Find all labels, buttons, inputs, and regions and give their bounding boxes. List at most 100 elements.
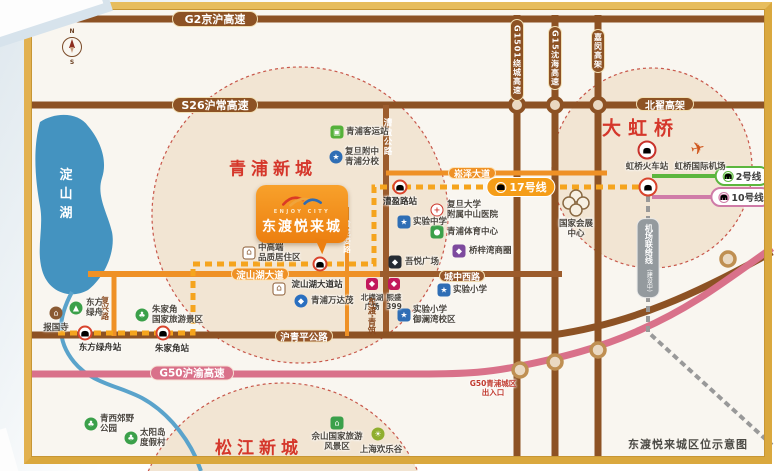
poi-label: 熙盛 399 — [386, 293, 402, 311]
road-label-fuxing: 复兴路 — [100, 296, 110, 320]
region-label-dianshan-lake: 淀山湖 — [56, 167, 72, 225]
metro-line17-badge: 17号线 — [486, 177, 556, 197]
poi-label: 实验中学 — [413, 216, 448, 227]
road-banner-g50: G50沪渝高速 — [150, 365, 234, 381]
road-banner-jiamin: 嘉闵高架 — [591, 29, 605, 73]
compass: N S — [59, 28, 85, 66]
compass-north-label: N — [69, 28, 75, 35]
poi-label: 报国寺 — [43, 322, 69, 333]
poi-label: 实验小学 — [453, 284, 488, 295]
station-label: 朱家角站 — [154, 344, 190, 354]
compass-ring — [62, 37, 82, 57]
poi-label-dongdu-qingzhu: 东渡·青筑 — [366, 297, 376, 335]
metro-line10-capsule: 10号线 — [710, 187, 772, 207]
metro-line10-label: 10号线 — [731, 193, 764, 204]
poi-label: 复旦附中 青浦分校 — [345, 146, 380, 167]
poi-label: 国家会展 中心 — [558, 218, 594, 239]
road-banner-huqingping: 沪青平公路 — [275, 329, 333, 343]
mall-icon: ◆ — [388, 278, 400, 290]
interchange-node — [546, 96, 564, 114]
airport-link-label: 机场联络线 — [644, 224, 654, 265]
station-label: 淀山湖大道站 — [291, 280, 343, 290]
station-label: 漕盈路站 — [382, 197, 418, 207]
project-logo-swoosh-icon — [282, 196, 322, 207]
poi-label: 上海欢乐谷 — [359, 444, 403, 455]
station-node-dongfang-lvzhou — [77, 325, 93, 341]
station-node-dianshanhu-avenue — [312, 256, 328, 272]
poi-label: 虹桥国际机场 — [674, 161, 726, 172]
road-banner-g15: G15沈海高速 — [548, 26, 562, 90]
road-banner-songze: 崧泽大道 — [448, 167, 496, 180]
metro-logo-icon — [718, 191, 730, 203]
scenic-area-icon: ♣ — [135, 308, 149, 322]
resort-icon: ♣ — [124, 431, 138, 445]
poi-label: 北横湖 广场 — [360, 293, 384, 311]
shopping-district-icon: ◆ — [452, 244, 466, 258]
school-icon: ★ — [437, 283, 451, 297]
mall-icon: ◆ — [366, 278, 378, 290]
g50-node — [511, 361, 529, 379]
interchange-node — [589, 96, 607, 114]
railway-station-icon — [637, 140, 657, 160]
airport-link-capsule: 机场联络线 (建设中) — [636, 218, 660, 298]
compass-south-label: S — [69, 59, 75, 66]
necc-clover-icon — [562, 189, 590, 217]
sailboat-icon: ▲ — [69, 301, 83, 315]
residence-icon: ⌂ — [242, 246, 256, 260]
poi-label: 青浦客运站 — [346, 126, 389, 137]
road-label-caoying: 漕盈公路 — [382, 118, 392, 156]
station-node-hongqiao-interchange — [638, 177, 658, 197]
region-label-qingpu: 青浦新城 — [229, 159, 317, 180]
metro-line2-capsule: 2号线 — [714, 166, 770, 186]
compass-needle-icon — [70, 47, 74, 53]
poi-label: 实验小学 御澜湾校区 — [413, 304, 456, 325]
metro-line17 — [58, 184, 648, 336]
map-caption: 东渡悦来城区位示意图 — [628, 438, 748, 451]
project-name: 东渡悦来城 — [262, 219, 342, 235]
road-banner-g1501: G1501绕城高速 — [510, 19, 524, 101]
road-banner-g2: G2京沪高速 — [172, 11, 258, 27]
road-banner-dianshanhu-avenue: 淀山湖大道 — [231, 267, 289, 281]
project-slogan: ENJOY CITY — [273, 209, 331, 215]
park-icon: ♣ — [84, 417, 98, 431]
metro-logo-icon — [495, 181, 507, 193]
school-icon: ★ — [397, 308, 411, 322]
poi-label: 吾悦广场 — [405, 256, 440, 267]
poi-label: 虹桥火车站 — [625, 161, 669, 172]
g50-exit-label: G50青浦城区 出入口 — [469, 379, 517, 397]
station-node-caoyinglu — [392, 179, 408, 195]
poi-label: 复旦大学 附属中山医院 — [447, 199, 499, 220]
sports-center-icon: ● — [430, 225, 444, 239]
region-label-dahongqiao: 大虹桥 — [601, 117, 681, 140]
compass-needle-icon — [69, 39, 75, 48]
temple-icon: ⌂ — [49, 306, 63, 320]
songjiang-district-circle — [147, 382, 419, 471]
g50-node — [546, 353, 564, 371]
project-callout: ENJOY CITY 东渡悦来城 — [256, 185, 348, 255]
poi-label: 佘山国家旅游 风景区 — [311, 431, 363, 452]
scenic-area-icon: ⌂ — [330, 416, 344, 430]
poi-label: 青浦万达茂 — [311, 295, 354, 306]
school-icon: ★ — [397, 215, 411, 229]
poi-label: 东方 绿舟 — [86, 297, 104, 318]
airport-link-status: (建设中) — [645, 269, 653, 292]
poi-label: 青西郊野 公园 — [100, 413, 135, 434]
metro-line17-label: 17号线 — [509, 181, 547, 194]
road-banner-s26: S26沪常高速 — [172, 97, 258, 113]
dianshan-lake-shape — [35, 114, 113, 295]
poi-label: 朱家角 国家旅游景区 — [152, 304, 204, 325]
station-node-zhujiajiao — [155, 325, 171, 341]
bus-station-icon: ▣ — [330, 125, 344, 139]
road-banner-beizhai: 北翟高架 — [636, 97, 694, 112]
road-g50 — [30, 245, 775, 378]
poi-label: 桥梓湾商圈 — [469, 245, 512, 256]
mall-icon: ◆ — [294, 294, 308, 308]
poi-label: 中高端 品质居住区 — [258, 242, 301, 263]
metro-logo-icon — [722, 170, 734, 182]
metro-line2-label: 2号线 — [735, 172, 762, 183]
hospital-icon: + — [430, 203, 444, 217]
mall-icon: ◆ — [388, 255, 402, 269]
road-banner-chengzhong-west: 城中西路 — [439, 270, 485, 283]
